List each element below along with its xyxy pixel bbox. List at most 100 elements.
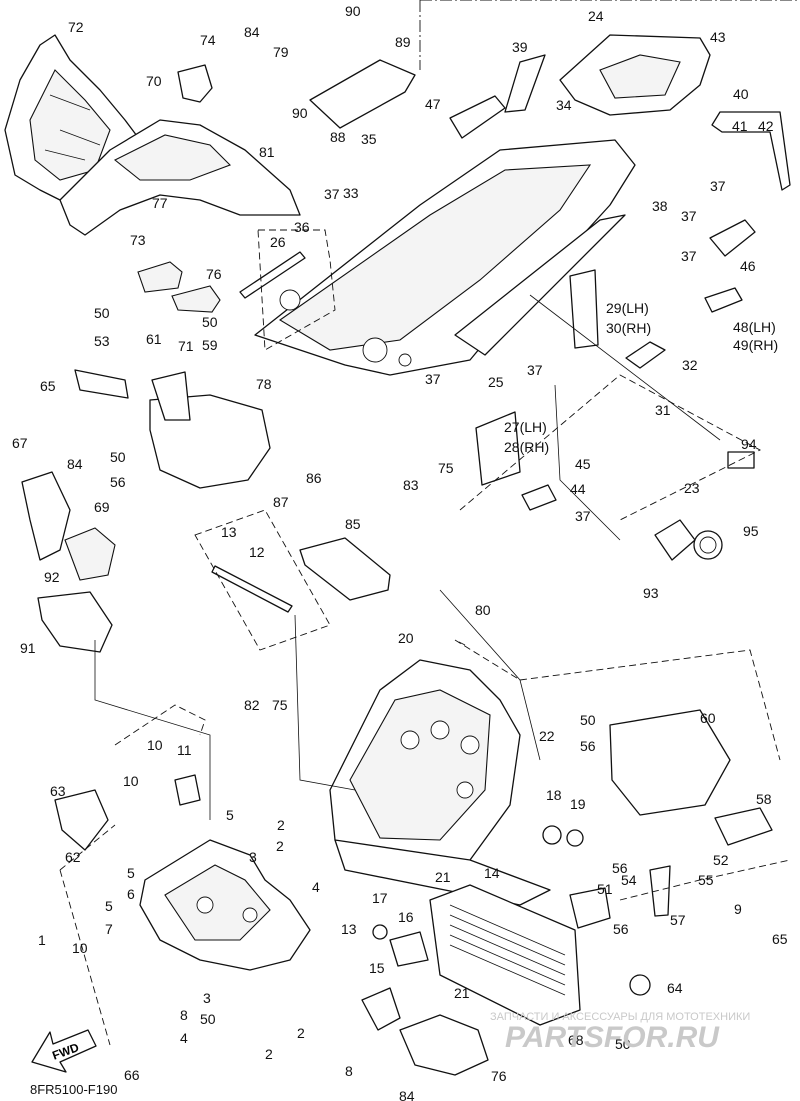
part-callout: 25 xyxy=(488,374,504,390)
part-callout: 84 xyxy=(399,1088,415,1101)
part-callout: 44 xyxy=(570,481,586,497)
part-callout: 21 xyxy=(435,869,451,885)
part-callout: 37 xyxy=(681,208,697,224)
tunnel-part xyxy=(254,139,636,376)
part-callout: 56 xyxy=(612,860,628,876)
bracket-53-part xyxy=(74,369,129,399)
leader-line xyxy=(529,294,721,441)
bracket-32-part xyxy=(625,341,666,369)
strap-57-part xyxy=(649,865,671,917)
part-callout: 56 xyxy=(110,474,126,490)
rod-12-part xyxy=(211,565,293,613)
assembly-boundary xyxy=(194,509,331,651)
part-callout: 41 xyxy=(732,118,748,134)
forward-arrow-icon: FWD xyxy=(31,1029,97,1073)
part-callout: 10 xyxy=(123,773,139,789)
part-callout: 90 xyxy=(345,3,361,19)
part-callout: 88 xyxy=(330,129,346,145)
part-callout: 10 xyxy=(72,940,88,956)
part-callout: 18 xyxy=(546,787,562,803)
cap-11-part xyxy=(174,774,201,806)
plate-47-part xyxy=(449,95,506,139)
part-callout: 50 xyxy=(110,449,126,465)
part-callout: 4 xyxy=(312,879,320,895)
part-callout: 8 xyxy=(180,1007,188,1023)
bracket-68-part xyxy=(361,987,401,1031)
part-callout: 40 xyxy=(733,86,749,102)
part-callout: 85 xyxy=(345,516,361,532)
part-callout: 75 xyxy=(438,460,454,476)
part-callout: 4 xyxy=(180,1030,188,1046)
assembly-boundary xyxy=(114,704,206,746)
part-callout: 93 xyxy=(643,585,659,601)
part-callout: 9 xyxy=(734,901,742,917)
part-callout: 33 xyxy=(343,185,359,201)
radiator-14-part xyxy=(429,884,581,1026)
lower-panel-part xyxy=(59,119,301,236)
part-callout: 76 xyxy=(206,266,222,282)
cover-91-part xyxy=(37,591,113,653)
leader-line xyxy=(294,614,356,791)
part-callout: 35 xyxy=(361,131,377,147)
rear-bracket-part xyxy=(559,34,711,116)
sleeve-16-part xyxy=(389,931,429,967)
part-callout: 56 xyxy=(580,738,596,754)
bearing-18-part xyxy=(542,825,562,845)
part-callout: 95 xyxy=(743,523,759,539)
part-callout: 81 xyxy=(259,144,275,160)
gasket-69-part xyxy=(64,527,116,581)
part-callout: 17 xyxy=(372,890,388,906)
part-callout: 63 xyxy=(50,783,66,799)
pad-71-part xyxy=(171,285,221,313)
bumper-60-part xyxy=(609,709,731,816)
part-callout: 5 xyxy=(127,865,135,881)
cap-64-part xyxy=(629,974,651,996)
part-callout: 92 xyxy=(44,569,60,585)
leader-line xyxy=(439,589,541,761)
part-callout: 69 xyxy=(94,499,110,515)
assembly-boundary xyxy=(419,0,800,70)
part-callout: 22 xyxy=(539,728,555,744)
part-callout: 68 xyxy=(568,1032,584,1048)
part-callout: 10 xyxy=(147,737,163,753)
part-callout: 37 xyxy=(425,371,441,387)
bracket-29-part xyxy=(569,269,599,349)
part-callout: 61 xyxy=(146,331,162,347)
part-callout: 90 xyxy=(292,105,308,121)
assembly-boundary xyxy=(454,639,521,681)
part-callout: 46 xyxy=(740,258,756,274)
assembly-boundary xyxy=(519,649,781,761)
seal-19-part xyxy=(566,829,584,847)
part-callout: 2 xyxy=(297,1025,305,1041)
part-callout: 2 xyxy=(265,1046,273,1062)
part-callout: 71 xyxy=(178,338,194,354)
part-callout: 50 xyxy=(94,305,110,321)
part-callout: 87 xyxy=(273,494,289,510)
part-callout: 89 xyxy=(395,34,411,50)
assembly-boundary xyxy=(59,824,116,1046)
part-callout: 26 xyxy=(270,234,286,250)
part-callout: 70 xyxy=(146,73,162,89)
bracket-74-part xyxy=(177,64,213,103)
part-callout: 53 xyxy=(94,333,110,349)
part-callout: 84 xyxy=(67,456,83,472)
part-callout: 1 xyxy=(38,932,46,948)
part-callout: 15 xyxy=(369,960,385,976)
part-callout: 21 xyxy=(454,985,470,1001)
part-callout: 6 xyxy=(127,886,135,902)
part-callout: 86 xyxy=(306,470,322,486)
part-callout: 11 xyxy=(177,742,192,758)
part-callout: 67 xyxy=(12,435,28,451)
part-callout: 39 xyxy=(512,39,528,55)
tube-40-part xyxy=(711,111,791,191)
part-callout: 3 xyxy=(249,849,257,865)
part-callout: 54 xyxy=(621,872,637,888)
watermark-text: ЗАПЧАСТИ И АКСЕССУАРЫ ДЛЯ МОТОТЕХНИКИ xyxy=(490,1011,750,1023)
part-callout: 31 xyxy=(655,402,671,418)
part-callout: 72 xyxy=(68,19,84,35)
part-callout: 14 xyxy=(484,865,500,881)
part-callout: 37 xyxy=(710,178,726,194)
part-callout: 37 xyxy=(527,362,543,378)
